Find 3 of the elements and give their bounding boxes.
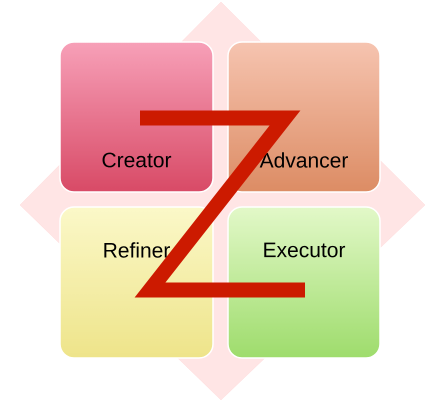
rounded-box: Creator [59, 41, 214, 193]
rounded-box: Executor [227, 206, 381, 359]
rounded-box: Advancer [227, 41, 381, 193]
